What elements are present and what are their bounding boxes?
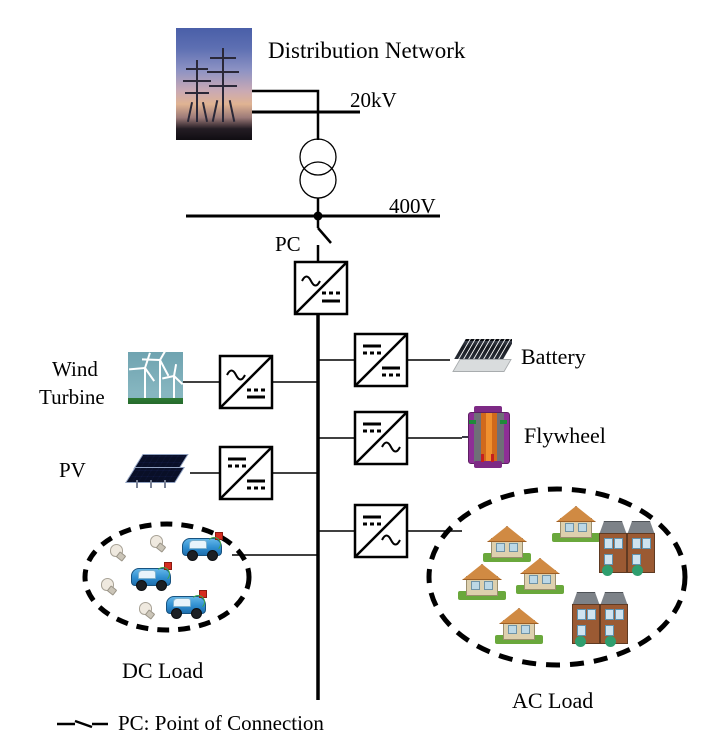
flywheel-converter-dc-symbol bbox=[363, 422, 381, 433]
house-icon bbox=[552, 500, 600, 542]
battery-converter-dc-symbol-out bbox=[382, 366, 400, 377]
wind-converter-diagonal bbox=[219, 355, 273, 409]
house-icon bbox=[516, 552, 564, 594]
hv-feeder bbox=[250, 89, 320, 112]
flywheel-photo bbox=[462, 406, 514, 468]
battery-label: Battery bbox=[521, 344, 586, 369]
distribution-network-label: Distribution Network bbox=[268, 38, 466, 63]
wind-turbine-label-line1: Wind bbox=[52, 357, 98, 381]
wind-converter-dc-symbol bbox=[247, 388, 265, 399]
house-icon bbox=[483, 520, 531, 562]
main-converter-ac-symbol bbox=[301, 275, 321, 287]
ac-load-ellipse bbox=[426, 486, 688, 668]
battery-bank-photo bbox=[450, 337, 512, 385]
wind-turbine-label-line2: Turbine bbox=[39, 385, 105, 409]
acload-converter-diagonal bbox=[354, 504, 408, 558]
townhouse-pair-icon bbox=[570, 592, 628, 654]
dc-load-ellipse bbox=[82, 521, 252, 633]
main-converter-diagonal bbox=[294, 261, 348, 315]
house-icon bbox=[458, 558, 506, 600]
transformer-winding-primary bbox=[299, 138, 337, 176]
townhouse-pair-icon bbox=[597, 521, 655, 583]
pv-converter-diagonal bbox=[219, 446, 273, 500]
main-converter-dc-symbol bbox=[322, 291, 340, 303]
pv-array-photo bbox=[118, 452, 192, 496]
wind-converter-ac-symbol bbox=[226, 369, 246, 381]
acload-converter-ac-symbol bbox=[381, 534, 401, 546]
main-converter-box bbox=[293, 260, 349, 316]
ac-load-label: AC Load bbox=[512, 688, 594, 713]
flywheel-label: Flywheel bbox=[524, 423, 606, 448]
house-icon bbox=[495, 602, 543, 644]
dc-load-label: DC Load bbox=[122, 658, 204, 683]
distribution-network-photo bbox=[176, 28, 252, 140]
legend-switch-symbol bbox=[57, 719, 108, 729]
battery-tray-icon bbox=[452, 359, 512, 372]
pv-panel-icon bbox=[125, 467, 185, 483]
pv-label: PV bbox=[59, 458, 86, 482]
flywheel-converter-ac-symbol bbox=[381, 441, 401, 453]
battery-converter-diagonal bbox=[354, 333, 408, 387]
flywheel-converter-diagonal bbox=[354, 411, 408, 465]
transformer-winding-secondary bbox=[299, 161, 337, 199]
acload-converter-dc-symbol bbox=[363, 515, 381, 526]
lv-voltage-label: 400V bbox=[389, 194, 436, 218]
battery-cells-icon bbox=[454, 339, 512, 359]
wind-turbine-photo bbox=[128, 352, 183, 404]
pv-converter-dc-symbol-in bbox=[228, 457, 246, 468]
battery-converter-dc-symbol-in bbox=[363, 344, 381, 355]
pc-switch-blade bbox=[317, 227, 332, 244]
pc-label: PC bbox=[275, 232, 301, 256]
pv-converter-dc-symbol-out bbox=[247, 479, 265, 490]
legend-text: PC: Point of Connection bbox=[118, 711, 324, 735]
hv-voltage-label: 20kV bbox=[350, 88, 397, 112]
